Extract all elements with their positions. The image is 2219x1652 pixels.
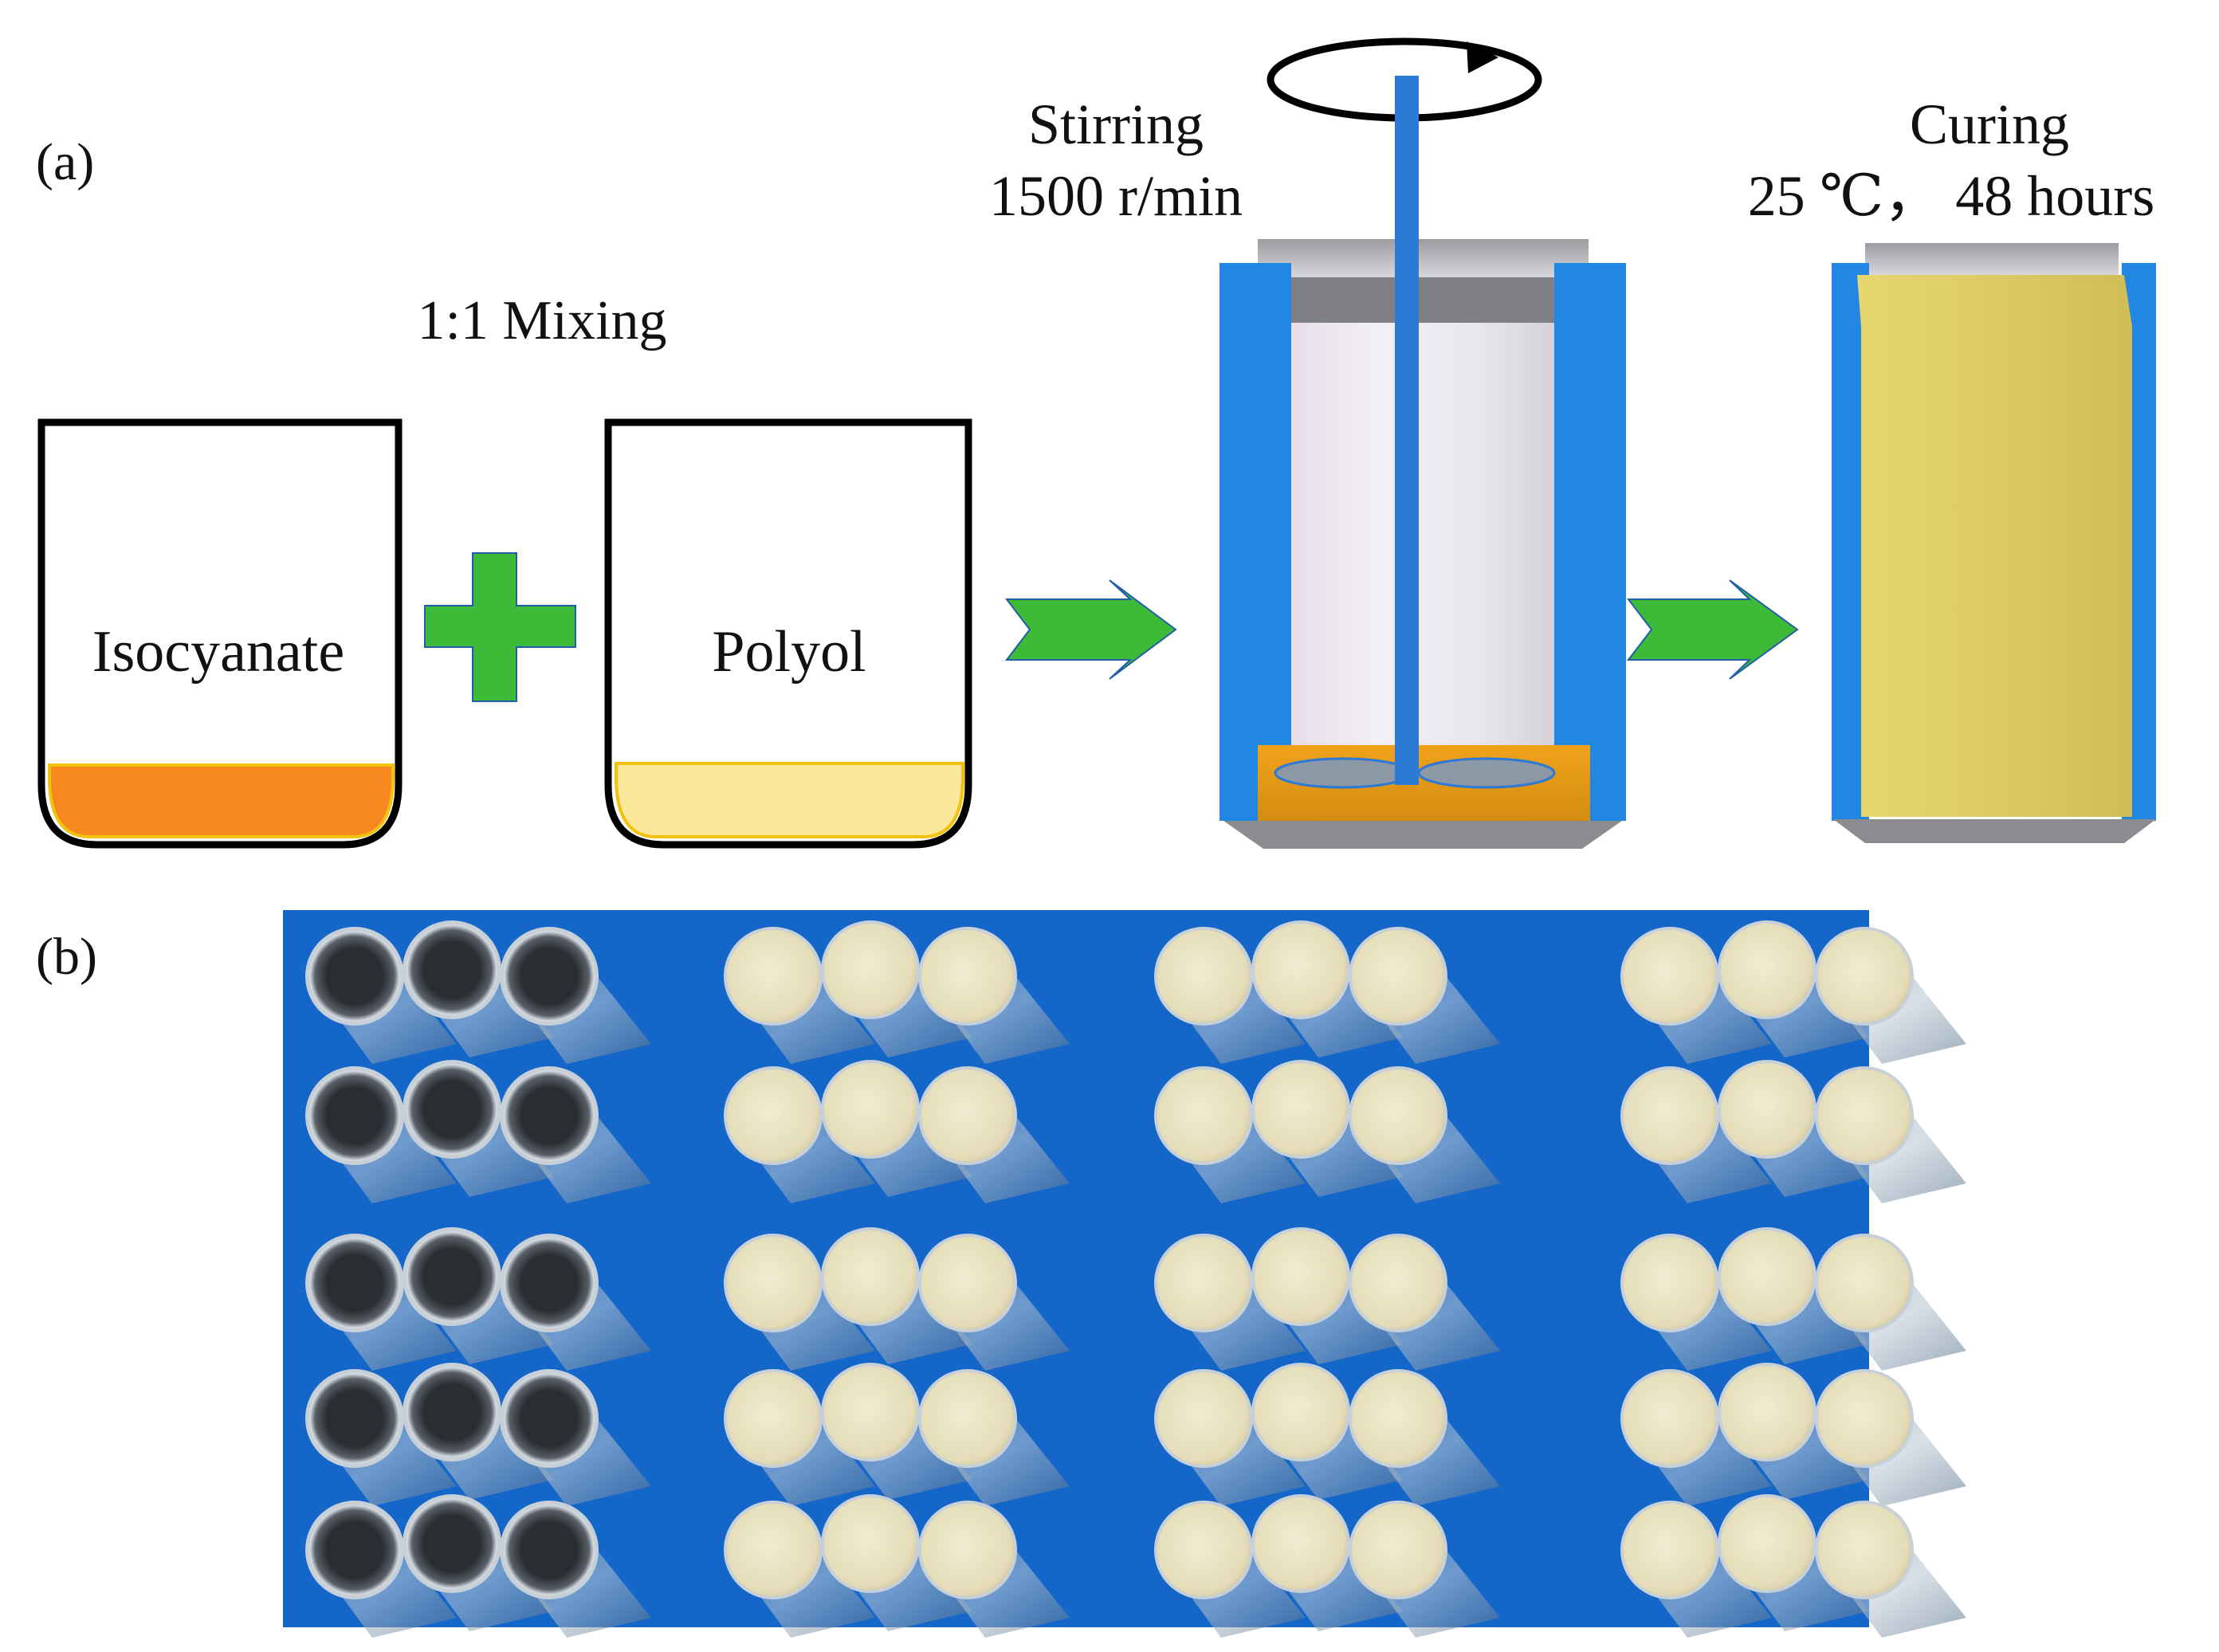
empty-sample-tube [406, 1497, 498, 1590]
empty-sample-tube [308, 1069, 401, 1162]
polyol-liquid [615, 762, 964, 838]
foam-sample [1818, 1504, 1911, 1596]
panel-a: (a) 1:1 Mixing Isocyanate Polyol Stirrin… [36, 37, 2156, 849]
foam-sample [824, 1063, 917, 1156]
foam-sample [1721, 1063, 1813, 1156]
empty-sample-tube [503, 1504, 595, 1596]
foam-sample [727, 1237, 819, 1329]
foam-sample [824, 1230, 917, 1323]
beaker-outline [37, 418, 403, 849]
stir-rod [1395, 76, 1419, 785]
isocyanate-liquid [48, 763, 395, 838]
stirring-label: Stirring [1028, 92, 1204, 156]
process-arrow-icon [1626, 579, 1799, 680]
process-arrow-icon [1004, 579, 1177, 680]
polyol-beaker: Polyol [604, 418, 972, 849]
empty-sample-tube [406, 1366, 498, 1458]
foam-sample [921, 1372, 1014, 1465]
mixing-label: 1:1 Mixing [417, 290, 666, 351]
can-left-wall [1219, 263, 1291, 821]
isocyanate-beaker: Isocyanate [37, 418, 403, 849]
empty-sample-tube [308, 1237, 401, 1329]
empty-sample-tube [503, 1069, 595, 1162]
foam-sample [727, 1069, 819, 1162]
can-left-wall [1832, 263, 1869, 821]
empty-sample-tube [503, 1237, 595, 1329]
empty-sample-tube [308, 930, 401, 1022]
foam-sample [824, 924, 917, 1016]
stirring-can [1219, 76, 1626, 849]
foam-sample [1352, 1504, 1444, 1596]
can-shoulder [1221, 277, 1626, 327]
beaker-outline [604, 418, 972, 849]
can-right-wall [1554, 263, 1626, 821]
mixed-liquid [1258, 745, 1590, 829]
can-top [1865, 243, 2119, 275]
beaker-label-polyol: Polyol [712, 619, 866, 685]
foam-sample [921, 1237, 1014, 1329]
foam-sample [1352, 1372, 1444, 1465]
foam-sample [1721, 1497, 1813, 1590]
can-body [1259, 323, 1594, 801]
curing-label: Curing [1910, 92, 2069, 156]
foam-sample [1157, 1237, 1250, 1329]
foam-sample [1255, 1497, 1347, 1590]
foam-sample [1352, 1069, 1444, 1162]
empty-sample-tube [406, 1230, 498, 1323]
foam-sample [1624, 1372, 1716, 1465]
panel-a-label: (a) [36, 133, 94, 191]
foam-sample [921, 1069, 1014, 1162]
foam-sample [727, 1372, 819, 1465]
empty-sample-tube [503, 1372, 595, 1465]
foam-sample [1818, 1237, 1911, 1329]
can-bottom [1833, 819, 2156, 843]
impeller-blade-left [1274, 757, 1412, 789]
empty-sample-tube [406, 924, 498, 1016]
foam-sample [824, 1366, 917, 1458]
sample-photo [305, 920, 1966, 1638]
foam-sample [1721, 1230, 1813, 1323]
cured-foam [1857, 275, 2132, 817]
foam-sample [1721, 1366, 1813, 1458]
foam-sample [1255, 1366, 1347, 1458]
stirring-speed-label: 1500 r/min [989, 164, 1243, 228]
foam-sample [1624, 1069, 1716, 1162]
foam-sample [727, 930, 819, 1022]
foam-sample [1157, 1372, 1250, 1465]
foam-sample [1255, 1063, 1347, 1156]
foam-sample [1818, 1372, 1911, 1465]
foam-sample [1157, 1504, 1250, 1596]
can-top [1258, 239, 1589, 277]
empty-sample-tube [308, 1504, 401, 1596]
can-bottom [1223, 821, 1622, 849]
panel-b-label: (b) [36, 928, 97, 986]
foam-sample [1352, 930, 1444, 1022]
foam-sample [1352, 1237, 1444, 1329]
foam-sample [1818, 930, 1911, 1022]
beaker-label-isocyanate: Isocyanate [92, 619, 344, 685]
foam-sample [921, 1504, 1014, 1596]
foam-sample [1624, 1237, 1716, 1329]
foam-sample [1255, 924, 1347, 1016]
curing-conditions-label: 25 ℃， 48 hours [1748, 164, 2155, 228]
foam-sample [921, 930, 1014, 1022]
empty-sample-tube [503, 930, 595, 1022]
foam-sample [824, 1497, 917, 1590]
foam-sample [1624, 1504, 1716, 1596]
foam-sample [1624, 930, 1716, 1022]
plus-icon [424, 552, 576, 702]
foam-sample [1157, 1069, 1250, 1162]
empty-sample-tube [308, 1372, 401, 1465]
empty-sample-tube [406, 1063, 498, 1156]
foam-sample [1255, 1230, 1347, 1323]
panel-b: (b) [36, 910, 1966, 1638]
foam-sample [1721, 924, 1813, 1016]
foam-sample [1818, 1069, 1911, 1162]
foam-sample [1157, 930, 1250, 1022]
impeller-blade-right [1417, 757, 1556, 789]
cured-can [1832, 243, 2156, 843]
foam-sample [727, 1504, 819, 1596]
